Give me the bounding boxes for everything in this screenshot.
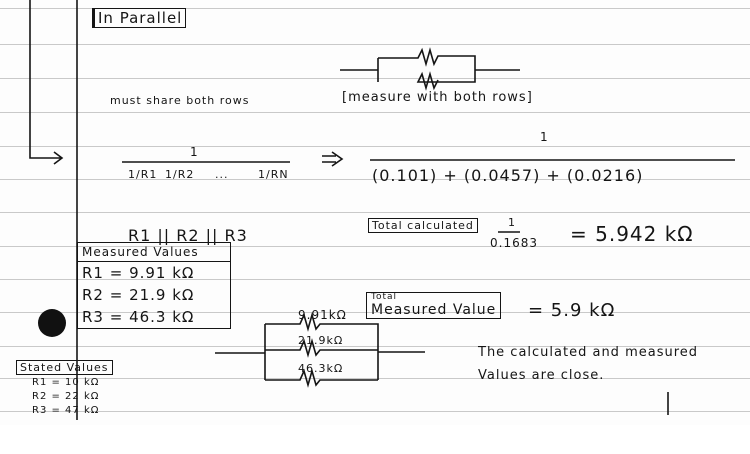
total-calculated-numerator: 1 [508,216,516,229]
circuit-label-r1: 9.91kΩ [298,308,347,322]
formula-term: 1/R1 [128,168,158,181]
measured-values-heading: Measured Values [78,243,230,262]
total-calculated-denominator: 0.1683 [490,236,538,250]
conclusion-line-2: Values are close. [478,368,605,383]
formula-term: 1/RN [258,168,289,181]
total-measured-label-top: Total [371,292,398,302]
total-measured-result: = 5.9 kΩ [528,300,616,321]
total-calculated-label: Total calculated [368,218,478,233]
stated-r1: R1 = 10 kΩ [32,377,100,388]
stated-r3: R3 = 47 kΩ [32,405,100,416]
conclusion-line-1: The calculated and measured [478,345,699,360]
circuit-label-r2: 21.9kΩ [298,334,344,347]
total-measured-label: Measured Value [371,302,497,318]
arrow-icon [29,0,64,165]
formula-numerator: 1 [190,145,199,159]
substituted-numerator: 1 [540,130,549,144]
total-calculated-result: = 5.942 kΩ [570,222,694,246]
circuit-label-r3: 46.3kΩ [298,362,344,375]
parallel-resistor-diagram-top [340,47,520,91]
total-measured-box: Total Measured Value [366,292,502,319]
measured-values-box: Measured Values R1 = 9.91 kΩ R2 = 21.9 k… [77,242,231,329]
measured-r1: R1 = 9.91 kΩ [82,264,195,282]
page-bottom-edge [0,425,750,454]
measured-r3: R3 = 46.3 kΩ [82,308,195,326]
page-title: In Parallel [92,8,187,28]
formula-term: 1/R2 [165,168,195,181]
parallel-expression: R1 || R2 || R3 [128,226,248,245]
stated-values-heading: Stated Values [16,360,113,375]
substituted-denominator: (0.101) + (0.0457) + (0.0216) [372,166,644,185]
binder-hole [38,309,66,337]
share-note: must share both rows [110,94,250,107]
parallel-resistor-diagram [215,312,425,388]
measure-note: [measure with both rows] [342,90,533,105]
stated-r2: R2 = 22 kΩ [32,391,100,402]
implies-icon [322,151,344,167]
measured-r2: R2 = 21.9 kΩ [82,286,195,304]
formula-term: ... [215,168,229,181]
